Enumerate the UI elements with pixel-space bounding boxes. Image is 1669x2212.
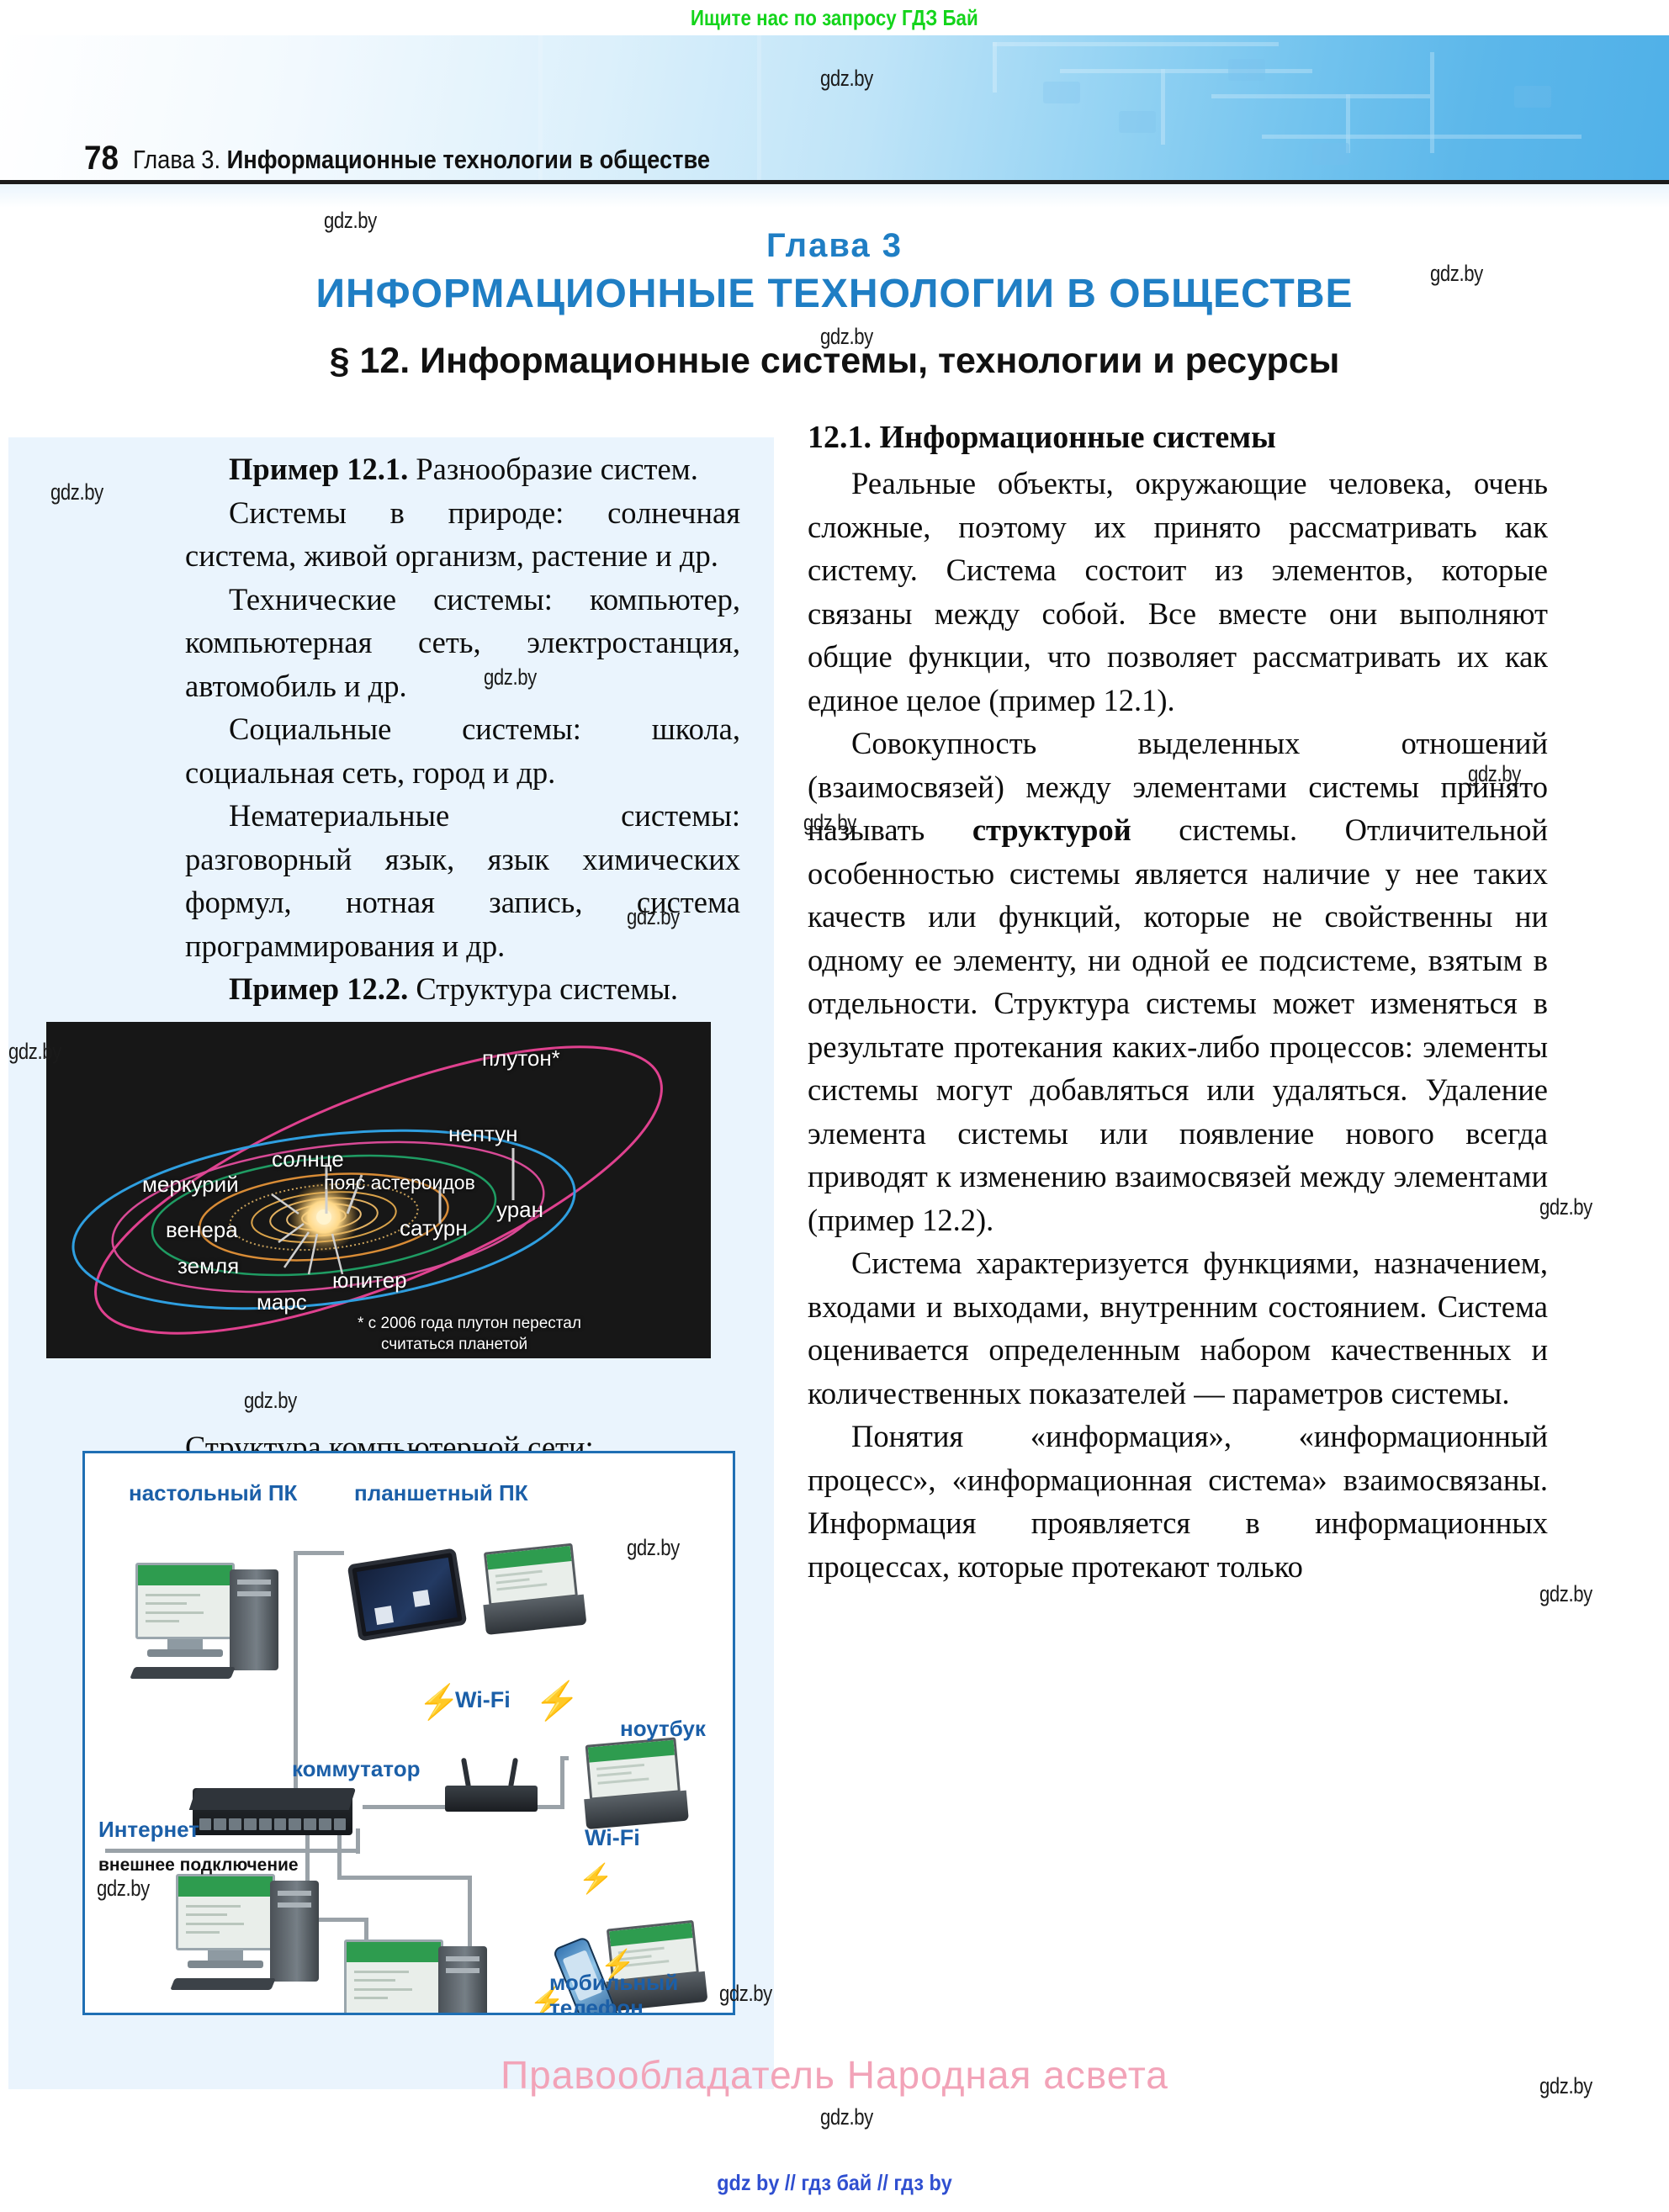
laptop-device-right	[580, 1737, 690, 1834]
wire-internet-riser	[356, 1828, 360, 1854]
wire-router-riser	[560, 1756, 564, 1808]
wire-switch-down-1	[305, 1828, 310, 1921]
example-12-2-title: Структура системы.	[416, 971, 679, 1006]
wire-pc-3-riser	[468, 1876, 472, 2002]
running-head-title: Информационные технологии в обществе	[226, 145, 711, 174]
wifi-bolt-left-icon: ⚡	[418, 1683, 460, 1721]
running-head-prefix: Глава 3.	[133, 145, 221, 174]
header-rule	[0, 180, 1669, 184]
left-paragraph-1: Системы в природе: солнечная система, жи…	[185, 495, 740, 574]
wire-pc-2-riser	[364, 1918, 368, 1960]
left-paragraph-3: Социальные системы: школа, социальная се…	[185, 712, 740, 790]
tablet-device	[347, 1548, 468, 1642]
right-paragraph-4: Понятия «информация», «информационный пр…	[808, 1419, 1548, 1584]
network-label-external-connection: внешнее подключение	[98, 1855, 299, 1875]
desktop-pc-device	[130, 1563, 287, 1689]
promo-banner-text: Ищите нас по запросу ГДЗ Бай	[691, 4, 978, 30]
wire-desktop-to-switch	[294, 1551, 298, 1828]
right-paragraph-2-part-a: Совокупность выделенных отношений (взаим…	[808, 726, 1548, 847]
keyboard-icon	[130, 1667, 236, 1679]
copyright-notice: Правообладатель Народная асвета	[501, 2053, 1168, 2097]
right-paragraph-2: Совокупность выделенных отношений (взаим…	[808, 722, 1548, 1241]
solar-footnote-line-1: * с 2006 года плутон перестал	[358, 1315, 581, 1332]
network-label-mobile-phone-1: мобильный	[549, 1970, 679, 1995]
solar-system-orbits	[46, 1022, 711, 1358]
solar-footnote-line-2: считаться планетой	[381, 1336, 528, 1353]
section-title: § 12. Информационные системы, технологии…	[329, 341, 1340, 381]
example-12-1-label: Пример 12.1.	[229, 452, 409, 486]
running-head: Глава 3. Информационные технологии в общ…	[133, 145, 710, 175]
wifi-bolt-phone-icon-2: ⚡	[529, 1987, 565, 2015]
laptop-device-top	[478, 1543, 587, 1640]
network-label-mobile-phone-2: телефон	[549, 1995, 644, 2015]
solar-label-asteroid-belt: пояс астероидов	[324, 1172, 475, 1193]
desktop-pc-device-3	[344, 1939, 495, 2013]
example-12-2-label: Пример 12.2.	[229, 971, 409, 1006]
network-label-desktop-pc: настольный ПК	[129, 1480, 298, 1506]
subsection-heading: 12.1. Информационные системы	[808, 420, 1276, 455]
wire-to-pc-2	[305, 1918, 368, 1922]
keyboard-icon-2	[170, 1978, 276, 1990]
solar-system-figure: плутон* нептун солнце пояс астероидов ме…	[46, 1022, 711, 1358]
solar-label-sun: солнце	[272, 1146, 344, 1172]
monitor-icon-2	[176, 1874, 275, 1975]
page-header-strip	[0, 35, 1669, 183]
monitor-icon-3	[344, 1939, 443, 2013]
wifi-router-device	[445, 1757, 538, 1812]
watermark-16: gdz.by	[820, 2104, 873, 2130]
left-paragraph-2: Технические системы: компьютер, компьюте…	[185, 581, 740, 703]
right-paragraph-2-bold: структурой	[972, 812, 1131, 847]
solar-label-mars: марс	[257, 1289, 307, 1315]
example-12-2-heading: Пример 12.2. Структура системы.	[185, 967, 740, 1011]
solar-label-uranus: уран	[496, 1197, 543, 1222]
solar-label-neptune: нептун	[448, 1121, 518, 1146]
footer-links[interactable]: gdz by // гдз бай // гдз by	[717, 2170, 952, 2195]
solar-label-jupiter: юпитер	[332, 1267, 407, 1293]
wifi-bolt-right-icon: ⚡	[534, 1680, 580, 1722]
right-paragraph-1: Реальные объекты, окружающие человека, о…	[808, 466, 1548, 717]
pc-tower-icon	[230, 1569, 278, 1670]
monitor-icon	[135, 1563, 235, 1664]
chapter-title: ИНФОРМАЦИОННЫЕ ТЕХНОЛОГИИ В ОБЩЕСТВЕ	[315, 272, 1354, 316]
solar-label-saturn: сатурн	[400, 1215, 468, 1241]
wire-switch-down-2	[337, 1828, 342, 1879]
right-paragraph-2-part-b: системы. Отличительной особенностью сист…	[808, 812, 1549, 1237]
example-12-1-title: Разнообразие систем.	[416, 452, 698, 486]
right-paragraph-3: Система характеризуется функциями, назна…	[808, 1246, 1548, 1410]
solar-label-mercury: меркурий	[142, 1172, 239, 1197]
wifi-bolt-phone-icon: ⚡	[600, 1950, 636, 1981]
pc-tower-icon-2	[270, 1881, 319, 1982]
right-column: 12.1. Информационные системы Реальные об…	[808, 416, 1548, 1588]
promo-banner: Ищите нас по запросу ГДЗ Бай	[0, 0, 1669, 35]
wire-to-pc-3	[337, 1876, 472, 1880]
wire-router-elbow	[560, 1756, 569, 1760]
wire-desktop-elbow	[294, 1551, 344, 1555]
network-switch-device	[188, 1788, 357, 1835]
solar-label-pluto: плутон*	[482, 1045, 560, 1071]
pc-tower-icon-3	[438, 1946, 487, 2013]
chapter-label: Глава 3	[766, 227, 903, 264]
solar-label-earth: земля	[177, 1253, 240, 1278]
network-label-tablet-pc: планшетный ПК	[354, 1480, 528, 1506]
network-label-internet: Интернет	[98, 1817, 200, 1842]
network-label-notebook: ноутбук	[620, 1716, 706, 1741]
left-paragraph-4: Нематериальные системы: разговорный язык…	[185, 798, 740, 963]
network-diagram-figure: ⚡ ⚡ ⚡ ⚡ ⚡ настольный ПК планшетный ПК Wi…	[82, 1451, 735, 2015]
wire-internet	[105, 1849, 358, 1853]
page-number: 78	[84, 140, 119, 177]
circuit-board-pattern	[0, 35, 1669, 183]
network-label-wifi-bottom: Wi-Fi	[585, 1825, 640, 1850]
desktop-pc-device-2	[170, 1874, 327, 2000]
network-label-wifi-top: Wi-Fi	[455, 1687, 511, 1712]
network-label-switch: коммутатор	[292, 1756, 421, 1781]
example-12-1-heading: Пример 12.1. Разнообразие систем.	[185, 447, 740, 491]
header-underglow	[0, 184, 1669, 208]
wifi-bolt-notebook-icon: ⚡	[578, 1864, 614, 1895]
solar-label-venus: венера	[166, 1217, 238, 1242]
